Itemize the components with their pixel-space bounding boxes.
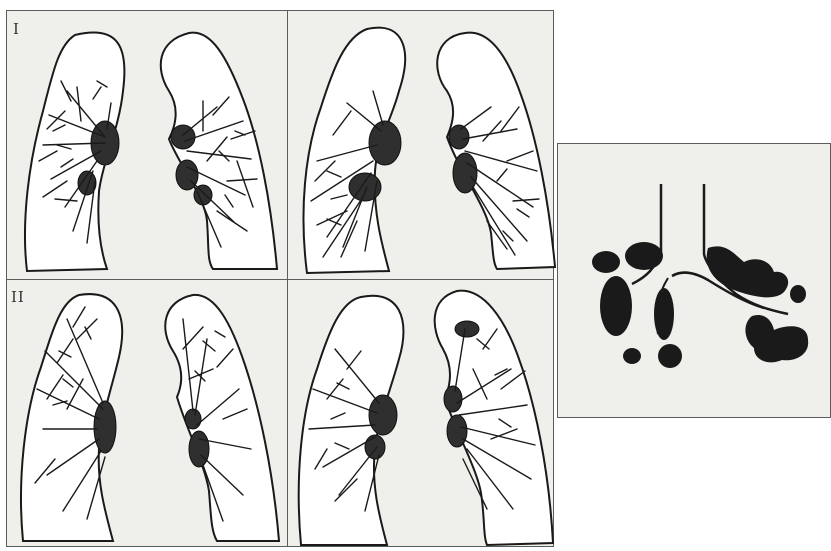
cell-i-1 bbox=[25, 32, 277, 271]
left-lung-outline bbox=[165, 295, 279, 541]
cell-i-2 bbox=[303, 28, 555, 273]
lung-drawings-grid: I II bbox=[6, 10, 554, 547]
cell-ii-2 bbox=[299, 291, 553, 545]
bronchial-tree-panel bbox=[557, 143, 831, 418]
cell-ii-1 bbox=[21, 294, 279, 541]
bronchial-tree-svg bbox=[558, 144, 831, 419]
lymph-nodes bbox=[592, 242, 808, 368]
lung-drawings-svg bbox=[7, 11, 555, 548]
